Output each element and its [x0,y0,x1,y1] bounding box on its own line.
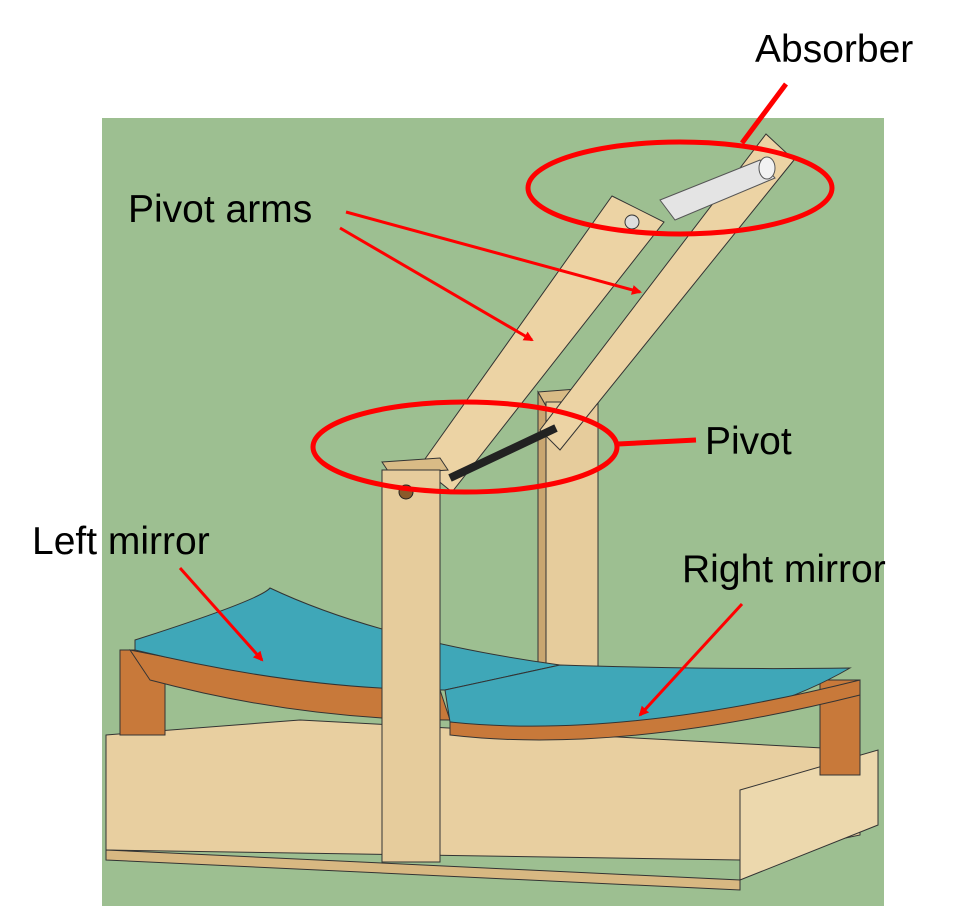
pivot-rod [448,424,558,482]
front-post [381,457,449,863]
right-mirror-arrow [638,602,744,717]
left-mirror-arrow [178,567,264,662]
left-mirror [134,587,561,691]
pivot-arm-arrow-right [345,210,642,295]
pivot-leader [617,437,697,447]
left-mirror-label: Left mirror [32,520,210,563]
absorber-label: Absorber [755,28,914,71]
pivot-arm-arrow-left [339,226,534,342]
pivot-label: Pivot [705,420,792,463]
right-mirror-label: Right mirror [682,548,886,591]
absorber-tube [659,156,776,221]
mirrors [128,587,861,741]
annotations [310,82,835,495]
base-frame [105,649,879,891]
absorber-highlight [525,139,835,237]
pivot-arms-label: Pivot arms [128,188,313,231]
pivot-highlight [310,399,620,495]
absorber-leader [739,82,789,145]
absorber-bolt [624,214,640,230]
